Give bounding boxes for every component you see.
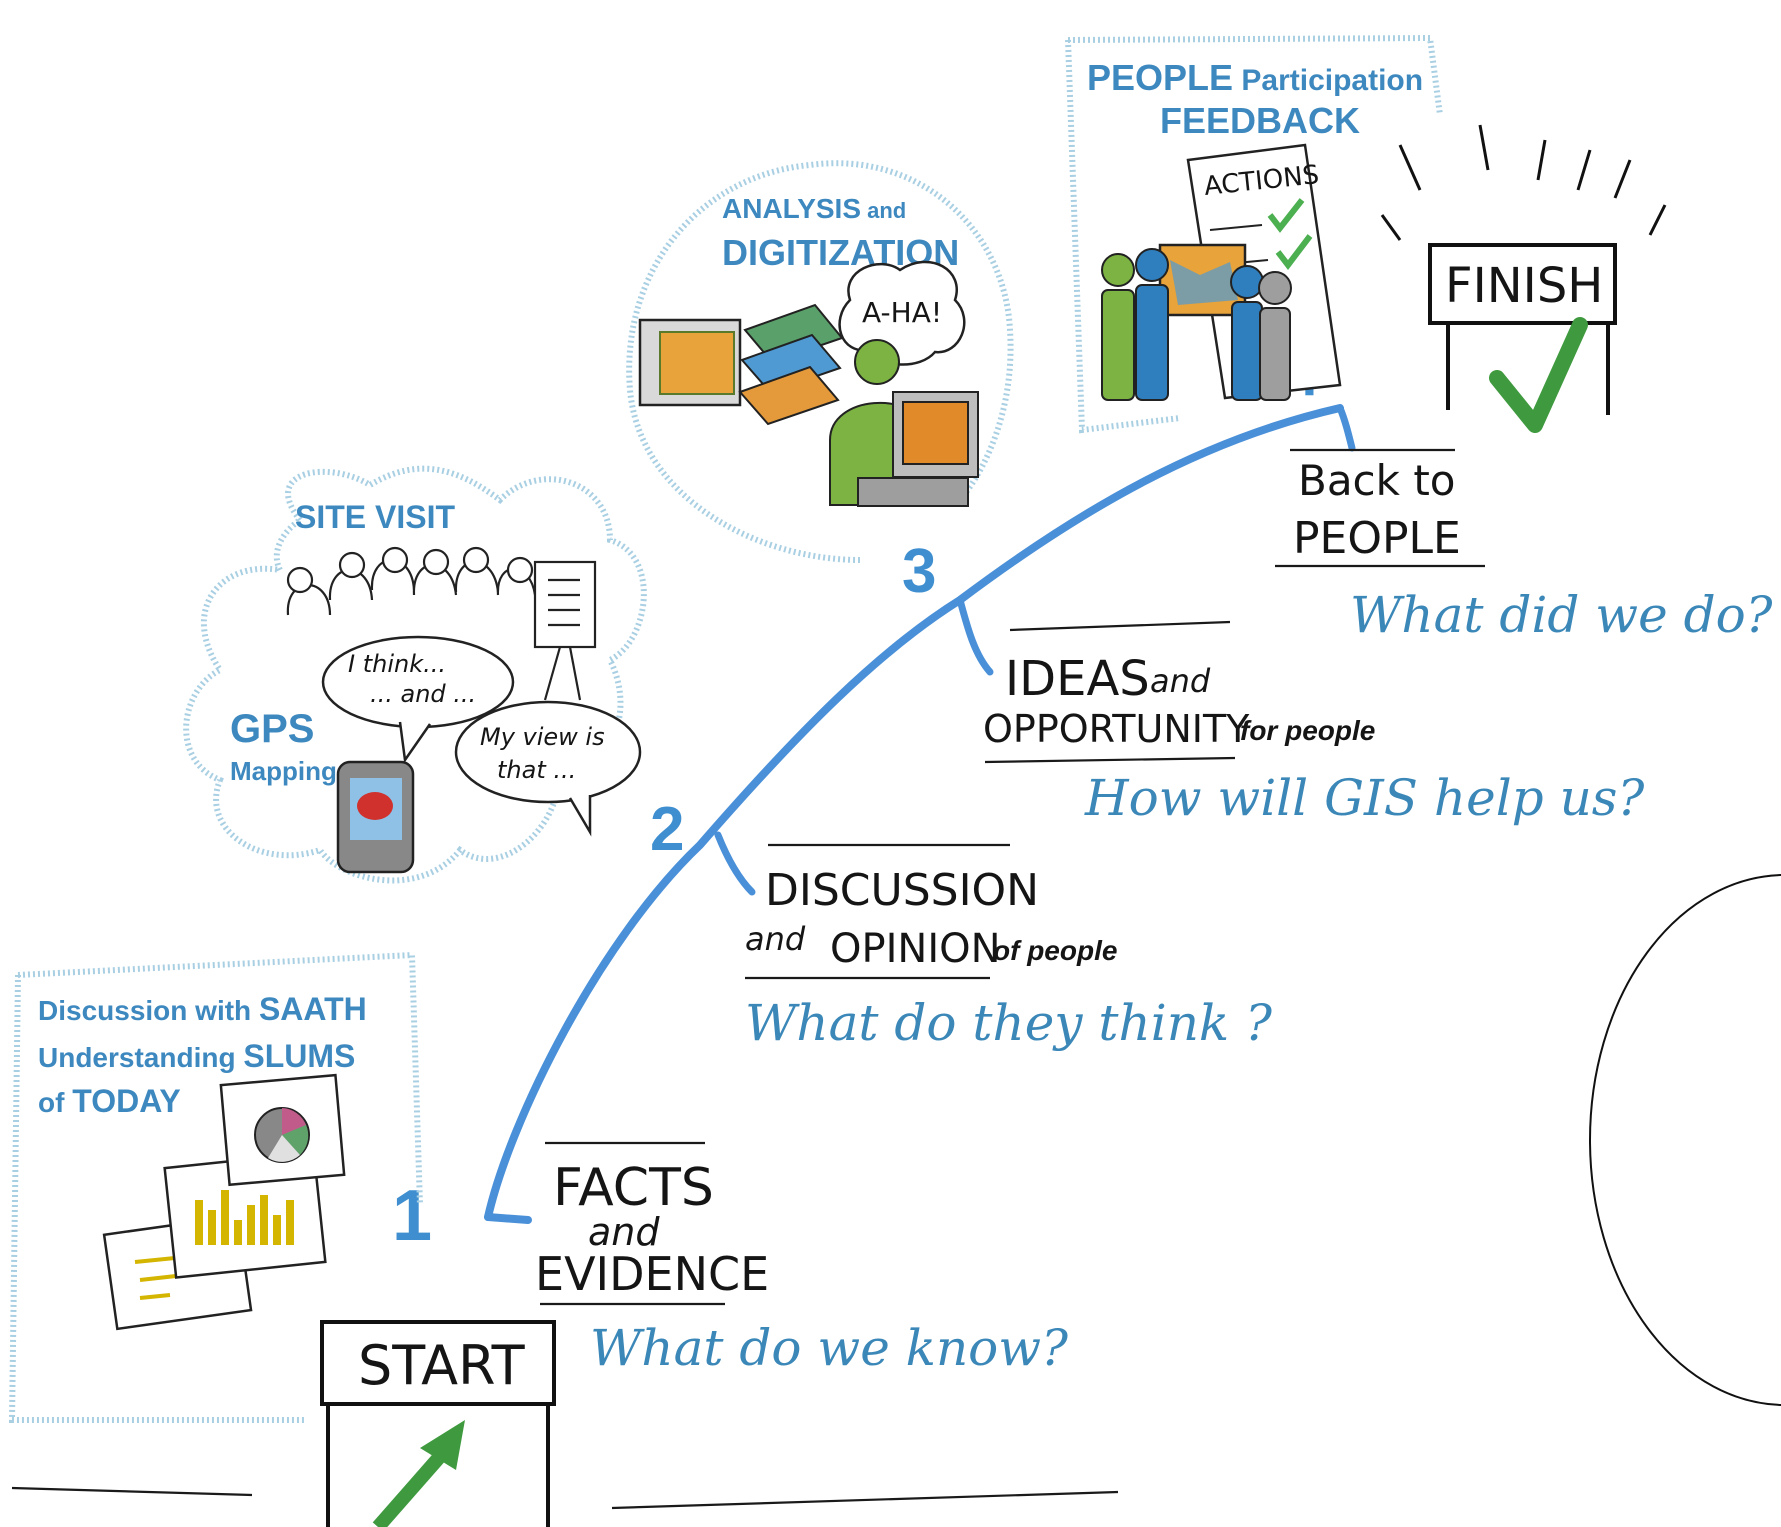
aha-label: A-HA! xyxy=(862,296,942,329)
step-number-1: 1 xyxy=(392,1176,432,1256)
saath-line1: Discussion with SAATH xyxy=(38,991,367,1027)
step4-question: What did we do? xyxy=(1350,586,1774,644)
path-hook-4 xyxy=(1336,404,1356,452)
aha-bubble: A-HA! xyxy=(838,260,966,366)
actions-clipboard-icon: ACTIONS xyxy=(1186,143,1342,400)
progress-path xyxy=(484,404,1344,1221)
people-line1: PEOPLE Participation xyxy=(1087,57,1423,98)
mapping-label: Mapping xyxy=(230,756,337,786)
step-number-3: 3 xyxy=(902,537,936,606)
start-sign: START xyxy=(320,1320,556,1527)
bubble1-line1: I think... xyxy=(348,650,446,678)
step3-question: How will GIS help us? xyxy=(1084,769,1645,827)
step3-title-line1: IDEAS xyxy=(1005,651,1150,707)
step4-title-line1: Back to xyxy=(1298,456,1455,505)
rule xyxy=(1009,620,1231,632)
gps-device-icon xyxy=(336,760,415,874)
analysis-line1: ANALYSIS and xyxy=(722,193,906,224)
gps-label: GPS xyxy=(230,707,314,751)
step3-title-line2: and xyxy=(1150,662,1211,700)
people-line2: FEEDBACK xyxy=(1160,100,1360,141)
step2-title-line3: OPINION xyxy=(830,926,1001,972)
step3-title-line3: OPPORTUNITY xyxy=(983,707,1250,751)
step2-title-line1: DISCUSSION xyxy=(765,865,1039,916)
finish-label: FINISH xyxy=(1445,258,1603,314)
ground-line xyxy=(11,1486,253,1497)
bubble1-line2: ... and ... xyxy=(370,680,476,708)
saath-line2: Understanding SLUMS xyxy=(38,1038,355,1074)
analysis-panel: ANALYSIS and DIGITIZATION A-HA! xyxy=(626,160,1014,563)
step2-question: What do they think ? xyxy=(745,994,1273,1052)
site-visit-title: SITE VISIT xyxy=(295,499,455,535)
crowd-icon xyxy=(286,546,537,616)
speech-bubble-1: I think... ... and ... xyxy=(321,635,515,764)
site-visit-panel: SITE VISIT GPS Mapping I think... ... an… xyxy=(183,465,647,884)
report-papers-icon xyxy=(102,1073,346,1331)
step-number-2: 2 xyxy=(650,795,684,864)
speech-bubble-2: My view is that ... xyxy=(454,700,642,837)
step1-question: What do we know? xyxy=(590,1319,1069,1377)
people-panel: PEOPLE Participation FEEDBACK ACTIONS xyxy=(1065,34,1443,434)
flipchart-icon xyxy=(533,560,597,701)
check-icon xyxy=(1489,317,1588,433)
step1-title-line3: EVIDENCE xyxy=(535,1247,769,1301)
bubble2-line1: My view is xyxy=(480,723,605,751)
ground-line xyxy=(611,1490,1119,1510)
finish-sign: FINISH xyxy=(1380,124,1667,433)
saath-panel: Discussion with SAATH Understanding SLUM… xyxy=(8,951,423,1423)
path-hook-3 xyxy=(956,596,994,676)
bubble2-line2: that ... xyxy=(497,756,576,784)
start-label: START xyxy=(358,1334,526,1397)
path-hook-2 xyxy=(714,831,756,896)
step1-title-line2: and xyxy=(588,1210,660,1254)
burst-lines xyxy=(1380,124,1667,241)
step1-title-line1: FACTS xyxy=(553,1158,714,1218)
step2-suffix: of people xyxy=(993,935,1117,966)
map-layers-icon xyxy=(738,303,844,426)
path-hook-1 xyxy=(484,1213,532,1224)
saath-line3: of TODAY xyxy=(38,1083,181,1119)
people-group-icon xyxy=(1101,248,1292,401)
monitor-icon xyxy=(638,318,742,407)
step3-suffix: for people xyxy=(1240,715,1375,746)
step2-title-line2: and xyxy=(745,920,806,958)
step4-title-line2: PEOPLE xyxy=(1293,513,1461,564)
rule xyxy=(984,756,1236,764)
outline-oval xyxy=(1589,874,1781,1406)
person-computer-icon xyxy=(829,339,979,507)
